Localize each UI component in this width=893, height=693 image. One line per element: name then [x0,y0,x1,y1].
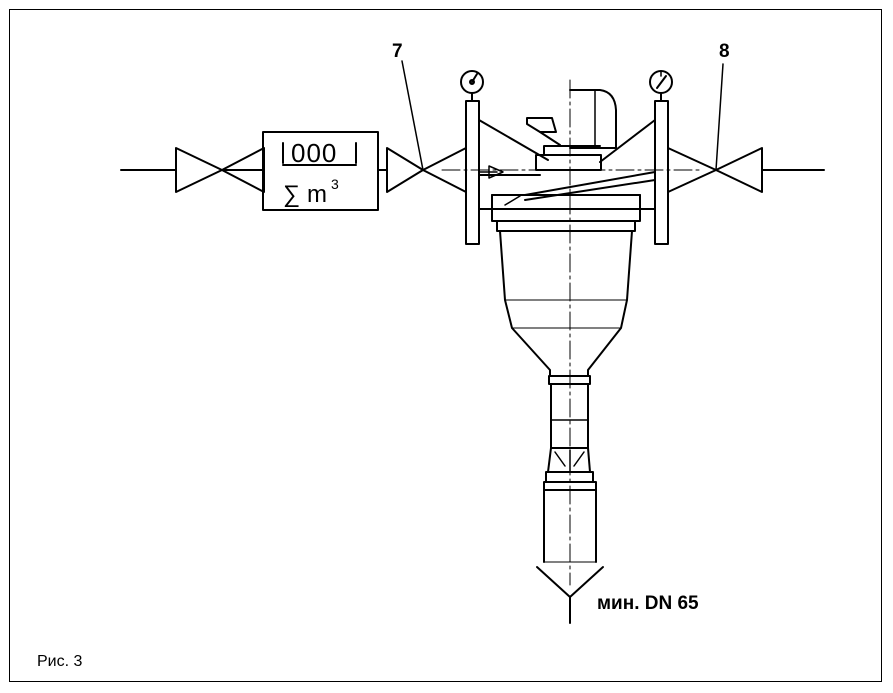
pressure-gauge-inlet [460,70,484,94]
pressure-gauge-outlet [649,70,673,94]
valve-8 [667,63,763,193]
meter-unit: m [307,181,327,208]
meter-digits: 000 [291,138,337,168]
filter-bowl [491,208,641,377]
centre-lines [441,79,701,586]
drain-funnel [536,566,604,624]
meter-sum-symbol: ∑ [283,181,300,208]
meter-unit-superscript: 3 [331,176,339,192]
label-valve-7: 7 [392,41,403,62]
water-meter: 000 ∑ m 3 [262,131,379,211]
label-drain-size: мин. DN 65 [597,593,699,614]
valve-7 [386,60,467,193]
label-valve-8: 8 [719,41,730,62]
filter-head [478,89,656,210]
figure-frame [9,9,882,682]
figure-caption: Рис. 3 [37,653,83,670]
